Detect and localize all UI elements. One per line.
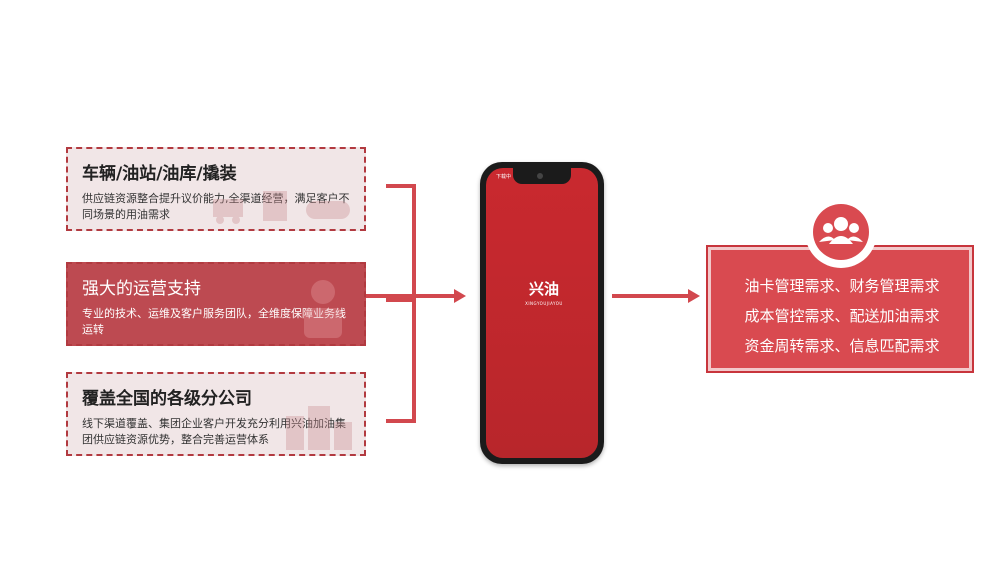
arrow-to-phone-line (412, 294, 454, 298)
card-desc: 专业的技术、运维及客户服务团队，全维度保障业务线运转 (82, 307, 346, 336)
logo-text: 兴油 (528, 280, 559, 298)
phone-notch (513, 168, 571, 184)
requirement-line: 油卡管理需求、财务管理需求 (744, 277, 940, 295)
bracket-lower (386, 294, 416, 423)
phone-screen: 下载中 兴油 XINGYOUJIAYOU (486, 168, 598, 458)
customers-badge (805, 196, 877, 268)
camera-icon (537, 173, 543, 179)
card-title: 车辆/油站/油库/撬装 (82, 164, 237, 184)
customers-icon (819, 217, 863, 244)
arrow-to-phone-head (454, 289, 466, 303)
requirement-line: 资金周转需求、信息匹配需求 (744, 337, 940, 355)
status-text: 下载中 (496, 174, 512, 180)
logo-subtext: XINGYOUJIAYOU (525, 301, 563, 306)
connector-middle (366, 294, 386, 298)
card-title: 强大的运营支持 (82, 279, 201, 299)
arrow-to-requirements-head (688, 289, 700, 303)
customers-badge-inner (813, 204, 869, 260)
card-title: 覆盖全国的各级分公司 (82, 389, 252, 409)
arrow-to-requirements-line (612, 294, 688, 298)
bracket-upper (386, 184, 416, 302)
phone-mockup: 下载中 兴油 XINGYOUJIAYOU (480, 162, 604, 464)
feature-card-operations: 强大的运营支持 专业的技术、运维及客户服务团队，全维度保障业务线运转 (66, 262, 366, 346)
requirement-line: 成本管控需求、配送加油需求 (744, 307, 940, 325)
building-icon (286, 406, 352, 450)
feature-card-branches: 覆盖全国的各级分公司 线下渠道覆盖、集团企业客户开发充分利用兴油加油集团供应链资… (66, 372, 366, 456)
truck-station-icon (213, 191, 350, 224)
app-logo: 兴油 XINGYOUJIAYOU (516, 278, 572, 306)
feature-card-vehicles: 车辆/油站/油库/撬装 供应链资源整合提升议价能力,全渠道经营，满足客户不同场景… (66, 147, 366, 231)
support-person-icon (304, 280, 342, 338)
card-desc: 供应链资源整合提升议价能力,全渠道经营，满足客户不同场景的用油需求 (82, 192, 350, 221)
card-desc: 线下渠道覆盖、集团企业客户开发充分利用兴油加油集团供应链资源优势，整合完善运营体… (82, 417, 346, 446)
